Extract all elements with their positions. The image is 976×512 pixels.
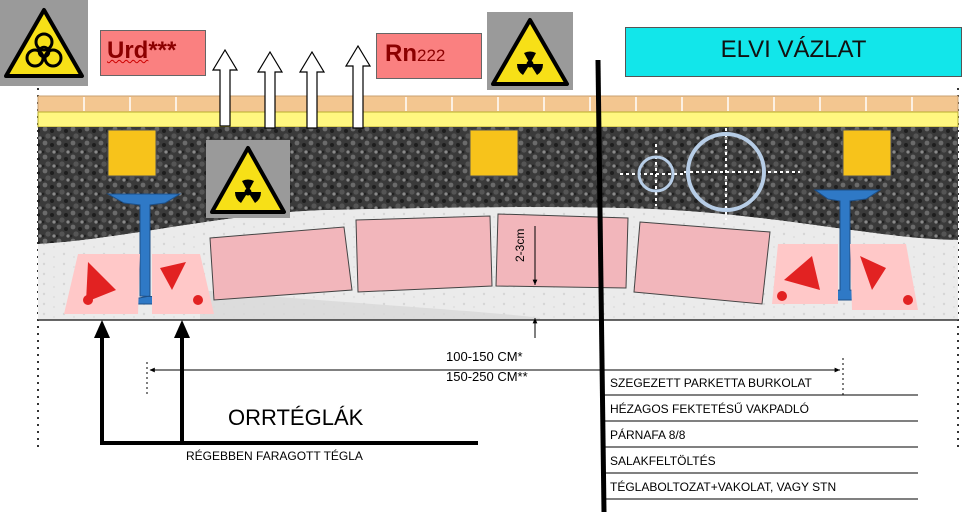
radon-label: Rn bbox=[385, 40, 417, 67]
edge-brick-left-1 bbox=[64, 254, 140, 314]
layer-label: TÉGLABOLTOZAT+VAKOLAT, VAGY STN bbox=[610, 479, 836, 494]
edge-brick-left-2 bbox=[152, 254, 214, 314]
nailer-left bbox=[107, 129, 157, 177]
steel-beam-left bbox=[105, 193, 185, 305]
layer-legend-lines bbox=[604, 394, 918, 500]
edge-bricks-label: ORRTÉGLÁK bbox=[228, 405, 364, 430]
radon-mass-number: 222 bbox=[417, 46, 446, 65]
layer-label: HÉZAGOS FEKTETÉSŰ VAKPADLÓ bbox=[610, 401, 809, 416]
nailer-right bbox=[842, 129, 892, 177]
biohazard-icon bbox=[0, 0, 88, 86]
vault-brick-1 bbox=[209, 226, 353, 301]
span-label-2: 150-250 CM** bbox=[446, 369, 528, 384]
diagram-title-box: ELVI VÁZLAT bbox=[625, 27, 962, 77]
edge-brick-right-2 bbox=[850, 244, 918, 310]
urd-label: Urd bbox=[107, 37, 149, 64]
edge-brick-right-1 bbox=[772, 244, 838, 304]
radon-up-arrows bbox=[211, 44, 372, 129]
radiation-icon-top bbox=[487, 12, 573, 90]
vault-plaster-grey bbox=[200, 290, 540, 320]
carved-brick-label: RÉGEBBEN FARAGOTT TÉGLA bbox=[186, 448, 363, 463]
layer-label: PÁRNAFA 8/8 bbox=[610, 427, 686, 442]
section-divider-line bbox=[595, 59, 607, 512]
vault-brick-4 bbox=[633, 221, 771, 305]
subfloor-layer bbox=[37, 111, 959, 128]
edge-brick-pointer bbox=[94, 320, 478, 445]
span-dimension bbox=[146, 358, 844, 396]
diagram-title: ELVI VÁZLAT bbox=[720, 36, 867, 63]
radon-hazard-box: Rn222 bbox=[376, 33, 482, 79]
layer-label: SALAKFELTÖLTÉS bbox=[610, 453, 716, 468]
span-label-1: 100-150 CM* bbox=[446, 349, 523, 364]
urd-stars: *** bbox=[148, 37, 177, 64]
parquet-layer bbox=[37, 95, 959, 113]
thickness-label: 2-3cm bbox=[513, 229, 527, 262]
layer-label: SZEGEZETT PARKETTA BURKOLAT bbox=[610, 376, 812, 390]
radiation-icon-mid bbox=[206, 140, 290, 218]
crosshair-icon bbox=[620, 128, 800, 220]
vault-brick-2 bbox=[355, 215, 493, 293]
vault-brick-3 bbox=[495, 213, 629, 289]
nailer-mid bbox=[469, 129, 519, 177]
layer-legend: SZEGEZETT PARKETTA BURKOLAT HÉZAGOS FEKTE… bbox=[610, 376, 836, 494]
urd-hazard-box: Urd*** bbox=[100, 30, 206, 76]
